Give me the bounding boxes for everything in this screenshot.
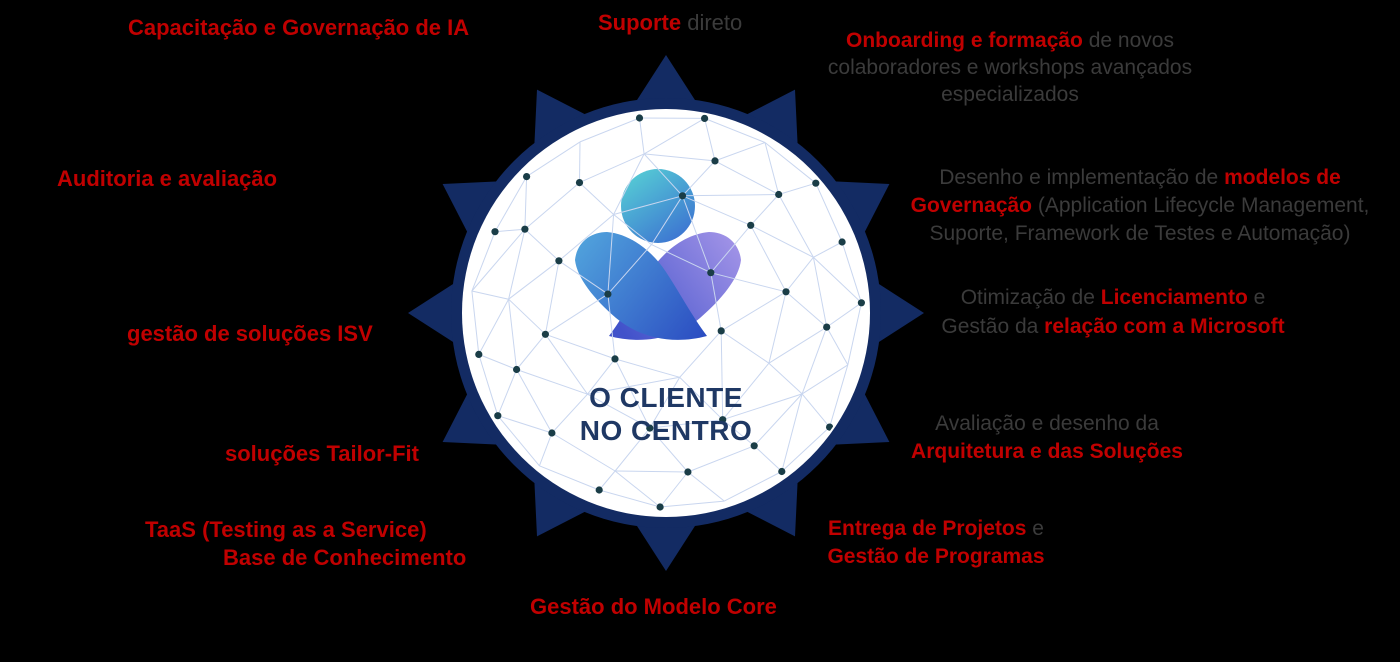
text-segment: Gestão da bbox=[941, 315, 1045, 338]
text-segment: Suporte bbox=[598, 10, 682, 35]
text-segment: Base de Conhecimento bbox=[223, 545, 467, 570]
text-segment: e bbox=[1026, 517, 1044, 540]
text-segment: Onboarding e formação bbox=[846, 29, 1083, 52]
text-segment: especializados bbox=[941, 83, 1079, 106]
text-segment: Licenciamento bbox=[1100, 286, 1248, 309]
text-segment: Gestão de Programas bbox=[827, 545, 1045, 568]
text-segment: de novos bbox=[1082, 29, 1174, 52]
label-gestao-modelo-core: Gestão do Modelo Core bbox=[530, 593, 777, 621]
text-segment: Avaliação e desenho da bbox=[935, 412, 1159, 435]
center-title-line2: NO CENTRO bbox=[579, 415, 753, 446]
text-segment: Auditoria e avaliação bbox=[57, 166, 278, 191]
text-segment: soluções Tailor-Fit bbox=[225, 441, 419, 466]
text-segment: gestão de soluções ISV bbox=[127, 321, 373, 346]
label-modelos-governacao: Desenho e implementação de modelos de Gov… bbox=[890, 164, 1390, 248]
text-segment: Gestão do Modelo Core bbox=[530, 594, 777, 619]
text-segment: relação com a Microsoft bbox=[1044, 315, 1285, 338]
label-onboarding-formacao: Onboarding e formação de novos colaborado… bbox=[810, 27, 1210, 108]
person-head bbox=[621, 169, 695, 243]
text-segment: Desenho e implementação de bbox=[939, 166, 1225, 189]
label-solucoes-tailor-fit: soluções Tailor-Fit bbox=[225, 440, 419, 468]
network-mesh-icon bbox=[471, 114, 865, 511]
text-segment: Otimização de bbox=[960, 286, 1101, 309]
text-segment: Suporte, Framework de Testes e Automação… bbox=[929, 222, 1351, 245]
text-segment: Governação bbox=[910, 194, 1033, 217]
label-suporte-direto: Suporte direto bbox=[598, 9, 742, 37]
text-segment: colaboradores e workshops avançados bbox=[827, 56, 1193, 79]
label-arquitetura-solucoes: Avaliação e desenho da Arquitetura e das … bbox=[897, 410, 1197, 466]
person-left-wing bbox=[575, 232, 707, 340]
text-segment: Capacitação e Governação de IA bbox=[128, 15, 470, 40]
label-auditoria-avaliacao: Auditoria e avaliação bbox=[57, 165, 277, 193]
text-segment: Arquitetura e das Soluções bbox=[911, 440, 1183, 463]
center-title: O CLIENTE NO CENTRO bbox=[516, 381, 816, 447]
label-capacitacao-governacao-ia: Capacitação e Governação de IA bbox=[128, 14, 469, 42]
text-segment: (Application Lifecycle Management, bbox=[1032, 194, 1370, 217]
label-gestao-solucoes-isv: gestão de soluções ISV bbox=[127, 320, 373, 348]
label-taas-base-conhecimento: TaaS (Testing as a Service) Base de Conhe… bbox=[145, 516, 466, 572]
text-segment: e bbox=[1247, 286, 1266, 309]
person-icon bbox=[575, 169, 741, 340]
text-segment: Entrega de Projetos bbox=[828, 517, 1027, 540]
text-segment: modelos de bbox=[1224, 166, 1341, 189]
text-segment: TaaS (Testing as a Service) bbox=[145, 517, 427, 542]
center-title-line1: O CLIENTE bbox=[589, 382, 743, 413]
text-segment: direto bbox=[681, 10, 743, 35]
